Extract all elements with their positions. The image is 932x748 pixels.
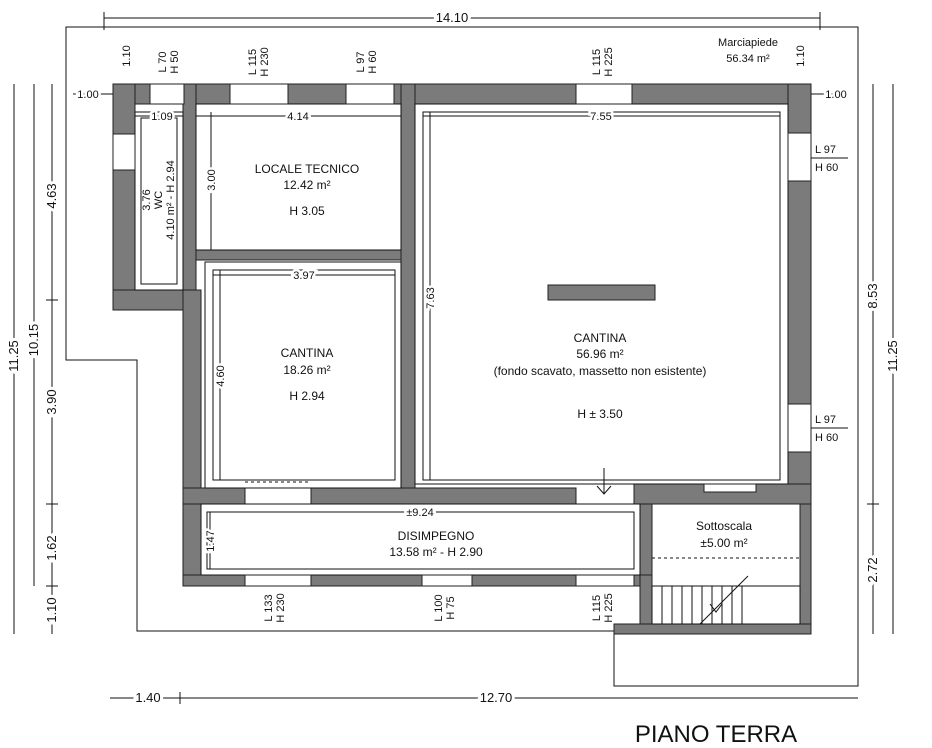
opening-top-2-h: H 230 (259, 47, 271, 76)
opening-bottom-3-h: H 225 (603, 593, 615, 622)
walls (112, 83, 812, 635)
opening-right-2-h: H 60 (815, 432, 838, 444)
right-outer-dim: 11.25 (885, 340, 900, 372)
lt-area: 12.42 m² (283, 178, 330, 192)
top-total-dim: 14.10 (436, 10, 469, 25)
dis-info: 13.58 m² - H 2.90 (389, 545, 483, 559)
ss-area: ±5.00 m² (700, 536, 747, 550)
cl-depth-dim: 7.63 (425, 287, 437, 308)
cl-width-dim: 7.55 (590, 111, 611, 123)
openings (112, 83, 812, 587)
opening-top-4-h: H 225 (603, 47, 615, 76)
opening-bottom-2-l: L 100 (433, 594, 445, 621)
dis-name: DISIMPEGNO (398, 529, 475, 543)
left-d-dim: 1.10 (44, 597, 59, 622)
right-a-dim: 8.53 (865, 283, 880, 308)
cl-name: CANTINA (574, 331, 627, 345)
staircase (651, 575, 801, 625)
wc-info: 4.10 m² - H 2.94 (165, 160, 177, 239)
side-right-dim: 1.00 (825, 89, 846, 101)
wc-width-dim: 1.09 (151, 111, 172, 123)
opening-bottom-1-l: L 133 (263, 594, 275, 621)
lt-height: H 3.05 (289, 204, 325, 218)
cs-depth-dim: 4.60 (215, 365, 227, 386)
cl-area: 56.96 m² (576, 347, 623, 361)
opening-top-1-l: L 70 (157, 51, 169, 72)
left-mid-dim: 10.15 (26, 324, 41, 357)
cl-height: H ± 3.50 (577, 407, 623, 421)
left-outer-dim: 11.25 (6, 340, 21, 372)
bottom-left-dim: 1.40 (135, 690, 160, 705)
top-right-110-dim: 1.10 (795, 45, 807, 66)
left-a-dim: 4.63 (44, 183, 59, 208)
marciapiede-area: 56.34 m² (726, 53, 770, 65)
left-c-dim: 1.62 (44, 535, 59, 560)
lt-name: LOCALE TECNICO (255, 162, 359, 176)
dis-width-dim: ±9.24 (406, 507, 433, 519)
cs-area: 18.26 m² (283, 363, 330, 377)
opening-bottom-3-l: L 115 (591, 595, 603, 621)
dimension-lines (13, 12, 894, 704)
cl-note: (fondo scavato, massetto non esistente) (494, 364, 707, 378)
wc-name: WC (153, 191, 165, 209)
side-left-dim: 1.00 (77, 89, 98, 101)
lt-width-dim: 4.14 (287, 111, 308, 123)
down-arrow-icon (596, 468, 612, 495)
opening-right-2-l: L 97 (815, 414, 836, 426)
opening-top-1-h: H 50 (169, 50, 181, 73)
room-outlines (134, 103, 800, 576)
marciapiede-label: Marciapiede (718, 37, 778, 49)
ss-name: Sottoscala (696, 519, 752, 533)
opening-bottom-1-h: H 230 (275, 593, 287, 622)
wc-len-dim: 3.76 (141, 189, 153, 210)
cs-name: CANTINA (281, 346, 334, 360)
opening-top-3-h: H 60 (367, 50, 379, 73)
cs-height: H 2.94 (289, 389, 325, 403)
opening-right-1-l: L 97 (815, 144, 836, 156)
page-title: PIANO TERRA (635, 721, 797, 748)
left-b-dim: 3.90 (44, 389, 59, 414)
dis-depth-dim: 1.47 (205, 530, 217, 551)
top-left-110-dim: 1.10 (121, 45, 133, 66)
opening-top-2-l: L 115 (247, 49, 259, 75)
opening-right-1-h: H 60 (815, 162, 838, 174)
right-b-dim: 2.72 (865, 557, 880, 582)
opening-top-3-l: L 97 (355, 51, 367, 72)
opening-bottom-2-h: H 75 (445, 596, 457, 619)
lt-depth-dim: 3.00 (206, 169, 218, 190)
cs-width-dim: 3.97 (293, 270, 314, 282)
bottom-total-dim: 12.70 (480, 690, 513, 705)
opening-top-4-l: L 115 (591, 49, 603, 75)
